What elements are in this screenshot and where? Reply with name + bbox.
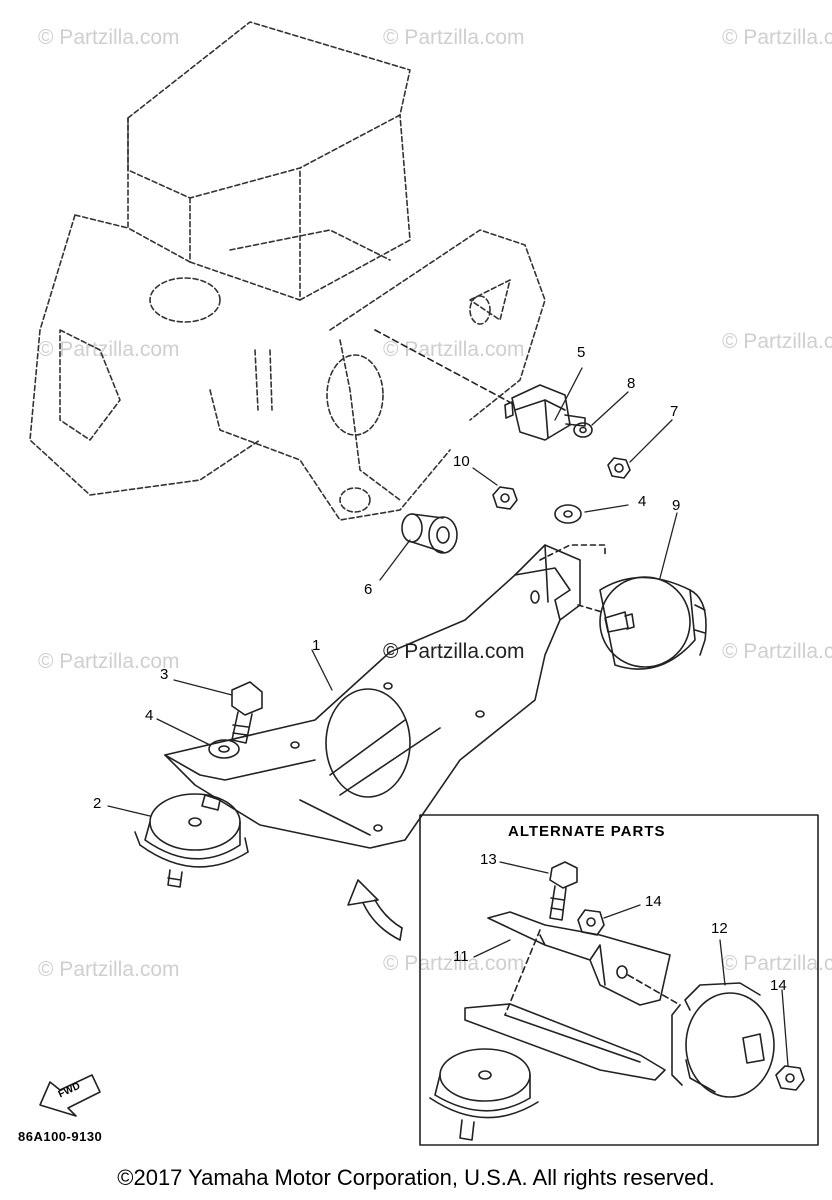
callout-3: 3: [160, 666, 169, 683]
callout-8: 8: [627, 375, 636, 392]
mount-part-9: [599, 576, 707, 670]
nut-part-10: [492, 486, 518, 510]
mount-part-2: [134, 793, 249, 888]
center-watermark: © Partzilla.com: [383, 640, 525, 663]
watermark: © Partzilla.com: [38, 958, 180, 981]
bracket-part-1: [164, 544, 581, 849]
watermark: © Partzilla.com: [38, 338, 180, 361]
watermark: © Partzilla.com: [722, 26, 832, 49]
watermark: © Partzilla.com: [383, 338, 525, 361]
damper-part-5: [504, 384, 586, 441]
inset-mount-12: [671, 982, 775, 1098]
watermark: © Partzilla.com: [38, 26, 180, 49]
inset-mount-lower: [429, 1048, 539, 1141]
inset-bolt-13: [549, 861, 578, 921]
callout-13: 13: [480, 851, 497, 868]
callout-2: 2: [93, 795, 102, 812]
callout-9: 9: [672, 497, 681, 514]
bolt-part-3: [231, 681, 263, 744]
engine-outline: [29, 21, 546, 521]
callout-7: 7: [670, 403, 679, 420]
watermark: © Partzilla.com: [383, 26, 525, 49]
copyright-notice: ©2017 Yamaha Motor Corporation, U.S.A. A…: [117, 1165, 715, 1190]
callout-1: 1: [312, 637, 321, 654]
fwd-arrow-icon: [39, 1074, 101, 1117]
callout-6: 6: [364, 581, 373, 598]
watermark: © Partzilla.com: [722, 952, 832, 975]
washer-part-4-lower: [208, 739, 240, 759]
leader-line: [374, 329, 516, 406]
watermark: © Partzilla.com: [722, 330, 832, 353]
inset-bracket-11: [487, 911, 671, 1006]
inset-plate: [464, 1003, 666, 1081]
washer-part-4: [554, 504, 582, 524]
watermark: © Partzilla.com: [722, 640, 832, 663]
callout-5: 5: [577, 344, 586, 361]
callout-12: 12: [711, 920, 728, 937]
callout-11: 11: [453, 948, 469, 965]
callout-14: 14: [645, 893, 662, 910]
callout-4: 4: [638, 493, 647, 510]
watermark: © Partzilla.com: [383, 952, 525, 975]
callout-leaders: [107, 367, 789, 1067]
bushing-part-6: [401, 513, 458, 554]
callout-10: 10: [453, 453, 470, 470]
washer-part-8: [573, 422, 593, 438]
nut-part-7: [607, 457, 631, 479]
watermark: © Partzilla.com: [38, 650, 180, 673]
diagram-code: 86A100-9130: [18, 1129, 103, 1144]
curved-arrow: [347, 879, 403, 941]
inset-title: ALTERNATE PARTS: [508, 823, 666, 840]
callout-4-lower: 4: [145, 707, 154, 724]
callout-14-right: 14: [770, 977, 787, 994]
inset-box: [419, 814, 819, 1146]
inset-nut-14-right: [775, 1065, 805, 1091]
